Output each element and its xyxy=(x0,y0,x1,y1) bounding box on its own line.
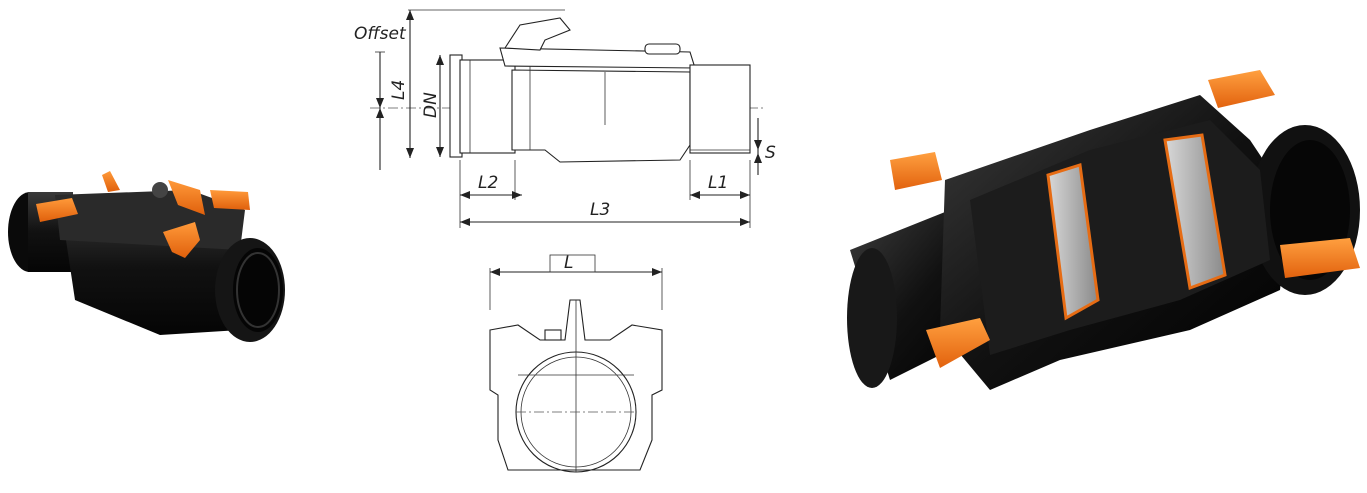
label-l3: L3 xyxy=(590,200,610,220)
label-l2: L2 xyxy=(478,173,498,193)
label-l4: L4 xyxy=(389,80,409,100)
product-photo-cutaway xyxy=(830,0,1367,489)
label-l: L xyxy=(564,253,573,273)
product-photo-exterior xyxy=(0,0,300,489)
left-socket xyxy=(459,59,516,154)
backwater-valve-cutaway-illustration xyxy=(847,70,1360,390)
lever-outline xyxy=(504,17,571,51)
right-spigot xyxy=(689,64,751,154)
label-s: S xyxy=(765,143,776,163)
label-l1: L1 xyxy=(708,173,728,193)
valve-body-outline xyxy=(511,69,691,163)
label-offset: Offset xyxy=(354,24,407,44)
technical-drawing: Offset L4 DN S L2 L1 L3 xyxy=(340,0,790,489)
top-handle-outline xyxy=(644,43,681,55)
dimension-drawing-svg: Offset L4 DN S L2 L1 L3 xyxy=(354,9,776,473)
label-dn: DN xyxy=(421,92,441,118)
backwater-valve-exterior-illustration xyxy=(8,171,285,342)
